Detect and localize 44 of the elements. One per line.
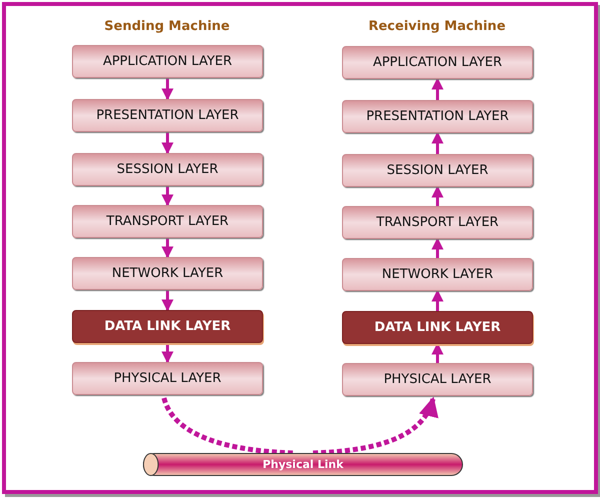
layer-name: NETWORK LAYER: [382, 267, 494, 282]
layer-box: [72, 205, 263, 238]
layer-box: [342, 363, 533, 396]
layer-name: PHYSICAL LAYER: [384, 372, 492, 387]
layer-name: NETWORK LAYER: [112, 266, 224, 281]
arrow: [432, 186, 444, 206]
layer-name: APPLICATION LAYER: [102, 54, 232, 69]
arrow: [432, 132, 444, 154]
layer-box: [72, 257, 263, 290]
layer-name: APPLICATION LAYER: [372, 55, 502, 70]
highlighted-layer-box: [72, 310, 263, 343]
layer-name: TRANSPORT LAYER: [106, 214, 229, 229]
arrow: [432, 78, 444, 100]
layer-name: DATA LINK LAYER: [104, 319, 231, 334]
layer-box: [72, 45, 263, 78]
layer-box: [342, 206, 533, 239]
layer-name: TRANSPORT LAYER: [376, 215, 499, 230]
column-heading: Sending Machine: [104, 19, 230, 34]
layer-box: [342, 46, 533, 79]
layer-box: [72, 99, 263, 132]
layer-name: SESSION LAYER: [116, 162, 218, 177]
layer-name: Physical Link: [262, 458, 344, 471]
layer-name: DATA LINK LAYER: [374, 320, 501, 335]
arrow: [312, 396, 437, 456]
arrow: [162, 343, 174, 364]
layer-box: [72, 153, 263, 186]
layer-name: SESSION LAYER: [386, 163, 488, 178]
arrow: [162, 238, 174, 258]
arrow: [162, 78, 174, 100]
cable-cylinder: [143, 453, 463, 476]
arrow: [162, 186, 174, 206]
arrow: [432, 238, 444, 258]
layer-box: [342, 258, 533, 291]
column-heading: Receiving Machine: [368, 19, 506, 34]
layer-name: PRESENTATION LAYER: [366, 109, 509, 124]
arrow: [162, 132, 174, 154]
layer-box: [342, 100, 533, 133]
arrow: [432, 290, 444, 311]
layer-name: PRESENTATION LAYER: [96, 108, 239, 123]
layer-box: [342, 154, 533, 187]
arrow: [162, 290, 174, 312]
layer-box: [72, 362, 263, 395]
layer-name: PHYSICAL LAYER: [114, 371, 222, 386]
highlighted-layer-box: [342, 311, 533, 344]
